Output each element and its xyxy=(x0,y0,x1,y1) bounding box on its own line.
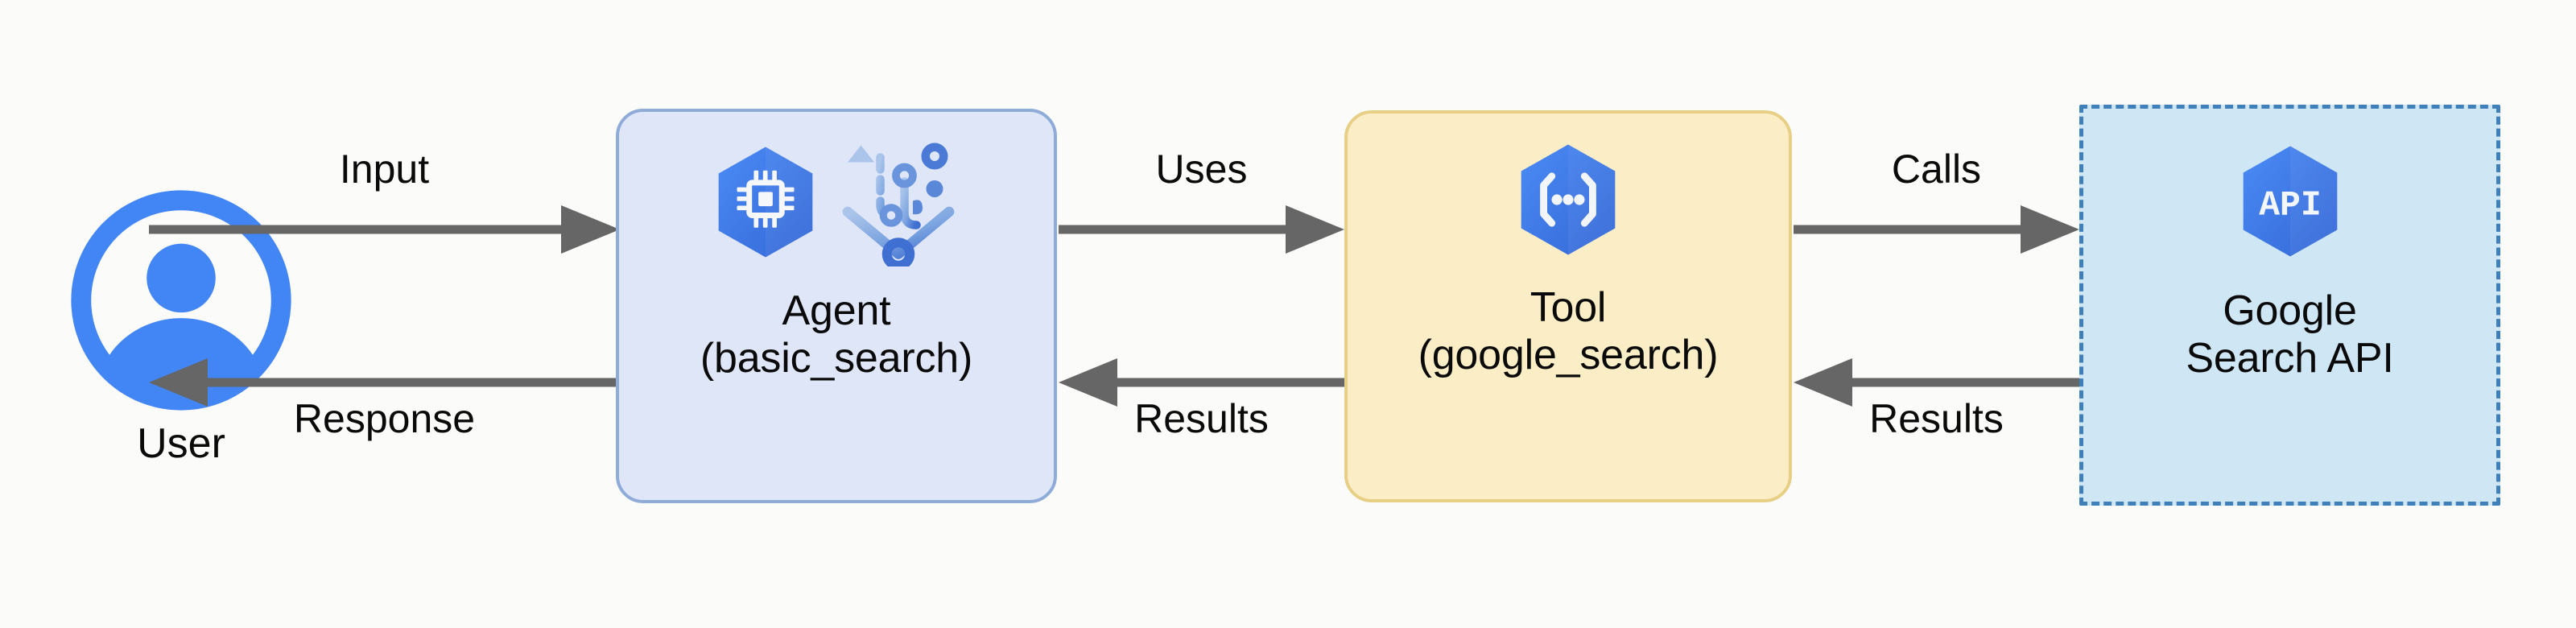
node-google-search-api[interactable]: API Google Search API xyxy=(2079,105,2500,506)
node-tool[interactable]: Tool (google_search) xyxy=(1344,110,1792,502)
edge-label-calls: Calls xyxy=(1891,147,1982,192)
edge-api-to-tool xyxy=(1794,342,2079,439)
node-user-label: User xyxy=(137,420,225,467)
node-google-search-api-label: Google Search API xyxy=(2186,287,2394,382)
tool-icon-row xyxy=(1517,143,1620,257)
edge-label-results-api: Results xyxy=(1869,396,2004,441)
user-avatar-icon xyxy=(70,189,292,411)
agent-icon-row xyxy=(714,138,959,266)
workflow-branch-icon xyxy=(838,138,959,266)
edge-tool-to-api xyxy=(1794,189,2079,286)
api-icon-row: API xyxy=(2239,144,2342,258)
cpu-chip-hexagon-icon xyxy=(714,145,817,259)
node-agent-label: Agent (basic_search) xyxy=(700,287,973,382)
edge-label-results-tool: Results xyxy=(1134,396,1269,441)
node-user[interactable]: User xyxy=(48,189,314,479)
edge-tool-to-agent xyxy=(1059,342,1344,439)
api-hexagon-text: API xyxy=(2259,185,2322,225)
edge-label-uses: Uses xyxy=(1155,147,1248,192)
node-agent[interactable]: Agent (basic_search) xyxy=(616,109,1057,503)
node-tool-label: Tool (google_search) xyxy=(1418,284,1719,378)
edge-label-response: Response xyxy=(293,396,476,441)
edge-label-input: Input xyxy=(339,147,430,192)
api-hexagon-icon: API xyxy=(2239,144,2342,258)
edge-agent-to-user xyxy=(149,342,620,439)
edge-user-to-agent xyxy=(149,189,620,286)
edge-agent-to-tool xyxy=(1059,189,1344,286)
code-brackets-dots-hexagon-icon xyxy=(1517,143,1620,257)
